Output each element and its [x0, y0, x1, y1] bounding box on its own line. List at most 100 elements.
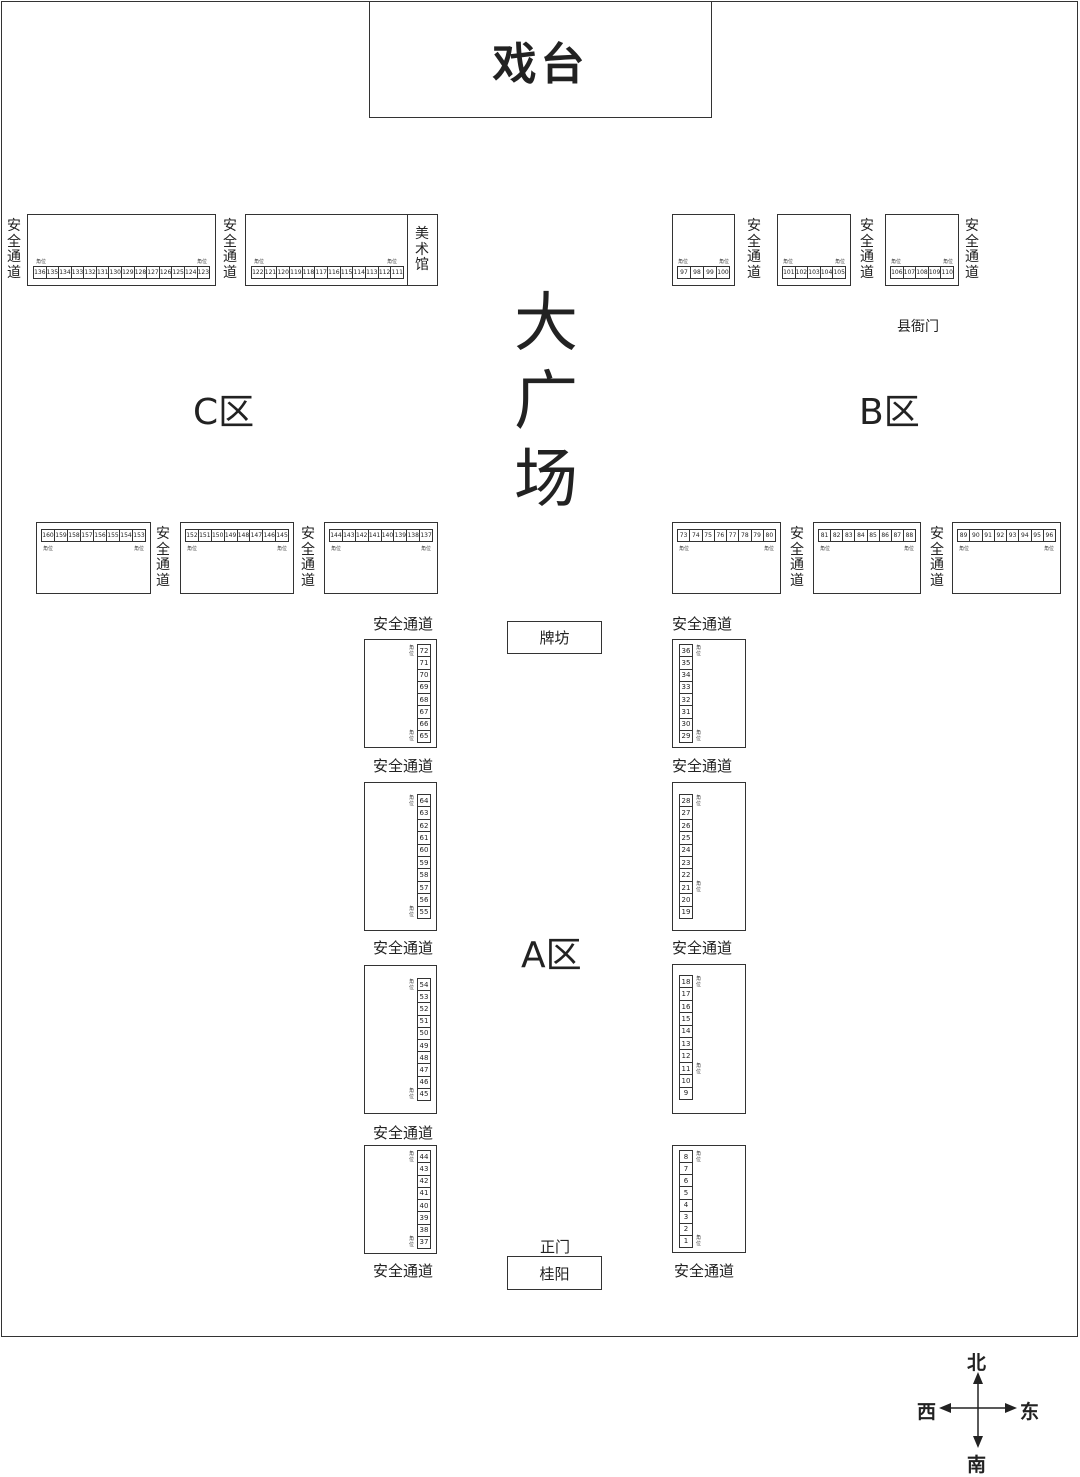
- stall-132: 132: [84, 267, 97, 278]
- aisle-label: 安全通道: [373, 615, 434, 633]
- stall-119: 119: [290, 267, 303, 278]
- stall-3: 3: [680, 1212, 692, 1224]
- stall-52: 52: [418, 1003, 430, 1016]
- stall-61: 61: [418, 832, 430, 845]
- stall-46: 46: [418, 1077, 430, 1089]
- stall-141: 141: [368, 530, 382, 541]
- guiyang-gate: 桂阳: [507, 1256, 602, 1290]
- stall-4: 4: [680, 1200, 692, 1212]
- map-border: [1, 1, 1078, 1337]
- stall-62: 62: [418, 820, 430, 833]
- stall-116: 116: [328, 267, 341, 278]
- stall-133: 133: [71, 267, 85, 278]
- stall-136: 136: [34, 267, 47, 278]
- stall-140: 140: [381, 530, 395, 541]
- stall-124: 124: [185, 267, 198, 278]
- stall-20: 20: [680, 894, 692, 907]
- aisle-label: 安全通道: [373, 939, 434, 957]
- stall-55: 55: [419, 908, 429, 917]
- stall-29: 29: [681, 732, 691, 741]
- stall-148: 148: [237, 530, 251, 541]
- stall-38: 38: [418, 1225, 430, 1237]
- stall-49: 49: [418, 1040, 430, 1053]
- county-gate-label: 县衙门: [897, 319, 939, 335]
- stall-79: 79: [752, 530, 764, 541]
- stall-56: 56: [418, 894, 430, 907]
- south-label: 南: [967, 1454, 987, 1476]
- stall-95: 95: [1032, 530, 1044, 541]
- stall-31: 31: [680, 706, 692, 719]
- paifang-label: 牌坊: [539, 629, 570, 647]
- stall-17: 17: [680, 988, 692, 1001]
- plaza-char: 场: [514, 443, 578, 517]
- stall-40: 40: [418, 1200, 430, 1213]
- stall-7: 7: [680, 1163, 692, 1176]
- compass-arrows-icon: [939, 1372, 1017, 1448]
- stall-90: 90: [970, 530, 983, 541]
- guiyang-label: 桂阳: [539, 1264, 570, 1283]
- stall-97: 97: [678, 267, 691, 278]
- stall-51: 51: [418, 1016, 430, 1028]
- zone-a-label: A区: [521, 935, 582, 976]
- stall-82: 82: [831, 530, 844, 541]
- stall-34: 34: [680, 670, 692, 682]
- stall-37: 37: [419, 1238, 429, 1247]
- stall-156: 156: [94, 530, 107, 541]
- stall-66: 66: [418, 719, 430, 731]
- stall-100: 100: [717, 269, 729, 276]
- stall-9: 9: [683, 1089, 689, 1098]
- stage-label: 戏台: [492, 38, 589, 90]
- stall-130: 130: [109, 267, 123, 278]
- stall-153: 153: [133, 532, 145, 539]
- stall-77: 77: [727, 530, 740, 541]
- stall-129: 129: [122, 267, 135, 278]
- museum-label: 美术馆: [415, 226, 429, 273]
- stall-83: 83: [843, 530, 856, 541]
- stall-86: 86: [880, 530, 892, 541]
- stall-127: 127: [147, 267, 160, 278]
- stall-102: 102: [795, 267, 809, 278]
- stall-146: 146: [263, 530, 277, 541]
- stall-99: 99: [704, 267, 717, 278]
- stall-128: 128: [134, 267, 148, 278]
- stall-11: 11: [680, 1063, 692, 1076]
- stall-27: 27: [680, 807, 692, 820]
- stall-159: 159: [55, 530, 68, 541]
- stall-134: 134: [59, 267, 72, 278]
- stall-81: 81: [819, 530, 832, 541]
- stall-39: 39: [418, 1212, 430, 1225]
- aisle-label: 安全通道: [672, 615, 733, 633]
- stall-126: 126: [159, 267, 173, 278]
- stall-158: 158: [68, 530, 81, 541]
- stall-58: 58: [418, 869, 430, 882]
- stall-88: 88: [905, 532, 914, 539]
- stall-19: 19: [681, 908, 691, 917]
- stall-8: 8: [680, 1151, 692, 1164]
- aisle-vertical: 安全通道: [7, 218, 21, 281]
- stall-47: 47: [418, 1064, 430, 1077]
- stall-21: 21: [680, 882, 692, 895]
- stall-155: 155: [107, 530, 120, 541]
- stall-101: 101: [783, 267, 796, 278]
- stall-69: 69: [418, 682, 430, 694]
- stall-18: 18: [680, 976, 692, 989]
- stall-91: 91: [983, 530, 995, 541]
